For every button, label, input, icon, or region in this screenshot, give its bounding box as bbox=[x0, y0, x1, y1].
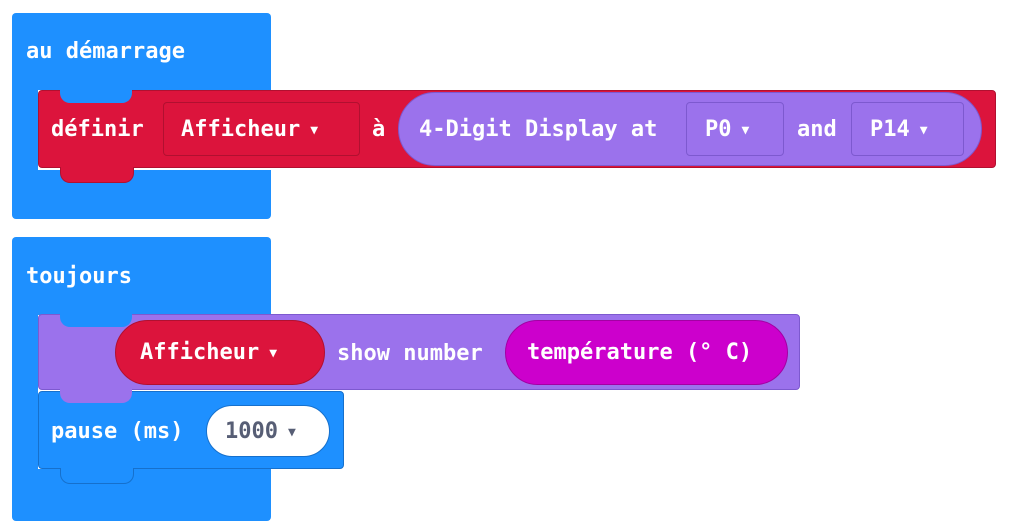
dio-pin-value: P14 bbox=[870, 116, 910, 142]
temperature-block[interactable]: température (° C) bbox=[505, 320, 788, 385]
caret-down-icon: ▼ bbox=[741, 122, 750, 138]
show-number-top-notch bbox=[60, 313, 132, 327]
set-block-top-notch bbox=[60, 89, 132, 103]
caret-down-icon: ▼ bbox=[269, 346, 278, 361]
pause-duration-dropdown[interactable]: 1000 ▼ bbox=[206, 405, 330, 457]
show-number-label: show number bbox=[337, 341, 483, 366]
pause-bottom-notch bbox=[60, 468, 134, 484]
on-start-label: au démarrage bbox=[26, 39, 185, 64]
pause-label: pause (ms) bbox=[51, 419, 184, 444]
variable-name: Afficheur bbox=[181, 116, 301, 142]
dio-pin-dropdown[interactable]: P14 ▼ bbox=[851, 102, 964, 156]
forever-label: toujours bbox=[26, 264, 132, 289]
display-variable-name: Afficheur bbox=[140, 340, 260, 365]
clk-pin-dropdown[interactable]: P0 ▼ bbox=[686, 102, 784, 156]
and-word: and bbox=[797, 117, 837, 142]
caret-down-icon: ▼ bbox=[310, 122, 319, 138]
pause-duration-value: 1000 bbox=[225, 418, 278, 444]
clk-pin-value: P0 bbox=[705, 116, 732, 142]
display-variable-dropdown[interactable]: Afficheur ▼ bbox=[115, 320, 325, 385]
variable-dropdown[interactable]: Afficheur ▼ bbox=[163, 102, 360, 156]
caret-down-icon: ▼ bbox=[287, 424, 296, 440]
temperature-label: température (° C) bbox=[527, 340, 753, 365]
caret-down-icon: ▼ bbox=[919, 122, 928, 138]
four-digit-display-label: 4-Digit Display at bbox=[419, 117, 658, 142]
pause-top-notch bbox=[60, 389, 132, 403]
set-block-notch bbox=[60, 167, 134, 183]
to-word: à bbox=[372, 117, 386, 142]
set-keyword: définir bbox=[51, 117, 144, 142]
